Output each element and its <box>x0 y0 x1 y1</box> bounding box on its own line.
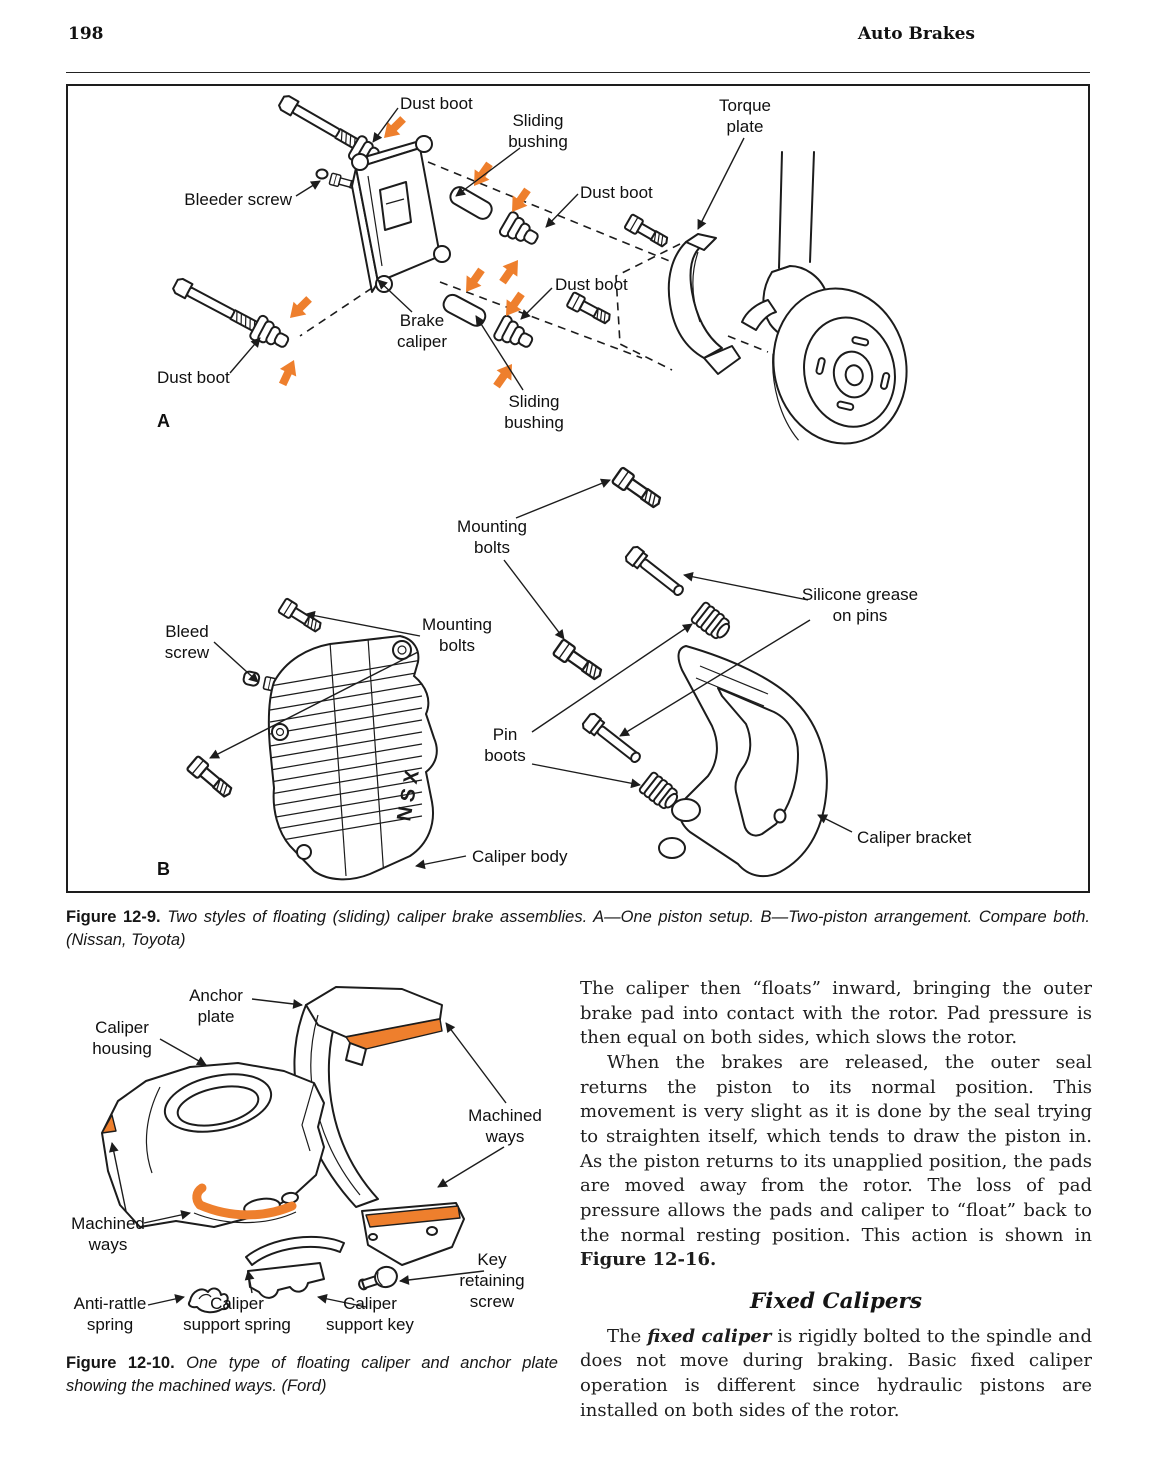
paragraph: The caliper then “floats” inward, bringi… <box>580 978 1092 1049</box>
key-term: fixed caliper <box>647 1325 772 1347</box>
mounting-bolt <box>185 754 237 802</box>
label-pin-boots: Pin boots <box>484 725 526 766</box>
section-heading: Fixed Calipers <box>750 1288 922 1314</box>
label-dust-boot: Dust boot <box>157 368 230 387</box>
mounting-bolt <box>551 637 606 685</box>
label-mounting-bolts: Mounting bolts <box>422 615 492 656</box>
label-caliper-bracket: Caliper bracket <box>857 828 972 847</box>
caliper-body: NSX <box>267 635 438 881</box>
figure-12-10: Anchor plate Caliper housing Machined wa… <box>66 975 586 1355</box>
label-caliper-support-key: Caliper support key <box>326 1294 414 1335</box>
article-column: The caliper then “floats” inward, bringi… <box>580 977 1092 1423</box>
bleeder-cap <box>315 168 329 180</box>
label-bleeder-screw: Bleeder screw <box>184 190 292 209</box>
label-dust-boot: Dust boot <box>580 183 653 202</box>
caliper-support-spring <box>245 1235 345 1266</box>
brake-caliper <box>351 135 451 293</box>
panel-b-exploded-caliper: NSX <box>185 465 853 881</box>
caption-label: Figure 12-9. <box>66 908 161 926</box>
panel-letter-a: A <box>157 411 170 431</box>
page-number: 198 <box>68 24 104 44</box>
label-silicone-grease: Silicone grease on pins <box>801 585 919 626</box>
highlight-arrow <box>504 184 535 218</box>
caption-label: Figure 12-10. <box>66 1354 175 1372</box>
label-anchor-plate: Anchor plate <box>189 986 243 1027</box>
label-dust-boot: Dust boot <box>400 94 473 113</box>
machined-way-highlight <box>101 1114 117 1134</box>
pin-boot <box>689 600 735 644</box>
highlight-arrow <box>283 292 316 325</box>
mount-bolt <box>565 290 614 328</box>
label-sliding-bushing: Sliding bushing <box>508 111 568 152</box>
paragraph-text: is rigidly bolted to the spindle and doe… <box>580 1325 1092 1421</box>
caliper-pin <box>623 544 689 601</box>
panel-letter-b: B <box>157 859 170 879</box>
sliding-bushing <box>449 186 493 220</box>
figure-12-9-caption: Figure 12-9. Two styles of floating (sli… <box>66 906 1090 953</box>
figure-12-10-diagram <box>101 986 507 1314</box>
dust-boot <box>491 313 538 356</box>
guide-pin <box>170 276 265 338</box>
figure-12-10-caption: Figure 12-10. One type of floating calip… <box>66 1352 558 1399</box>
anchor-plate <box>293 986 465 1266</box>
figure-12-9-diagram: NSX <box>170 93 908 881</box>
mounting-bolt <box>610 465 665 513</box>
highlight-arrow <box>489 358 520 392</box>
dust-boot <box>497 209 544 253</box>
caliper-pin <box>580 711 646 768</box>
label-bleed-screw: Bleed screw <box>164 622 210 663</box>
label-dust-boot: Dust boot <box>555 275 628 294</box>
paragraph: The fixed caliper is rigidly bolted to t… <box>580 1325 1092 1424</box>
label-torque-plate: Torque plate <box>719 96 771 137</box>
torque-plate <box>667 233 741 375</box>
highlight-arrow <box>466 158 497 192</box>
caliper-bracket <box>658 645 828 878</box>
label-sliding-bushing: Sliding bushing <box>504 392 564 433</box>
paragraph-text: When the brakes are released, the outer … <box>580 1051 1092 1246</box>
highlight-arrow <box>458 264 489 298</box>
figure-12-9: NSX <box>66 84 1090 893</box>
label-caliper-support-spring: Caliper support spring <box>183 1294 291 1335</box>
caliper-housing <box>101 1062 325 1228</box>
panel-a-exploded-caliper <box>170 93 908 445</box>
label-key-retaining-screw: Key retaining screw <box>459 1250 525 1312</box>
machined-way-highlight <box>192 1183 207 1210</box>
label-caliper-housing: Caliper housing <box>92 1018 152 1059</box>
label-anti-rattle-spring: Anti-rattle spring <box>73 1294 147 1335</box>
anti-rattle-spring <box>187 1287 230 1314</box>
header-rule <box>66 72 1090 73</box>
mount-bolt <box>623 213 672 251</box>
caption-text: One type of floating caliper and anchor … <box>66 1354 558 1396</box>
paragraph-text: The <box>607 1325 648 1347</box>
bleed-cap <box>242 670 261 687</box>
key-retaining-screw <box>358 1265 398 1291</box>
label-brake-caliper: Brake caliper <box>396 311 448 352</box>
brake-rotor <box>772 287 908 445</box>
paragraph: When the brakes are released, the outer … <box>580 1051 1092 1273</box>
machined-way-highlight <box>195 1200 297 1220</box>
highlight-arrow <box>274 356 303 389</box>
caliper-support-key <box>247 1262 325 1299</box>
label-caliper-body: Caliper body <box>472 847 568 866</box>
highlight-arrow <box>495 254 526 288</box>
label-machined-ways: Machined ways <box>468 1106 542 1147</box>
caption-text: Two styles of floating (sliding) caliper… <box>66 908 1090 950</box>
label-machined-ways: Machined ways <box>71 1214 145 1255</box>
figure-reference: Figure 12-16. <box>580 1249 717 1271</box>
label-mounting-bolts: Mounting bolts <box>457 517 527 558</box>
running-header: Auto Brakes <box>857 24 975 44</box>
